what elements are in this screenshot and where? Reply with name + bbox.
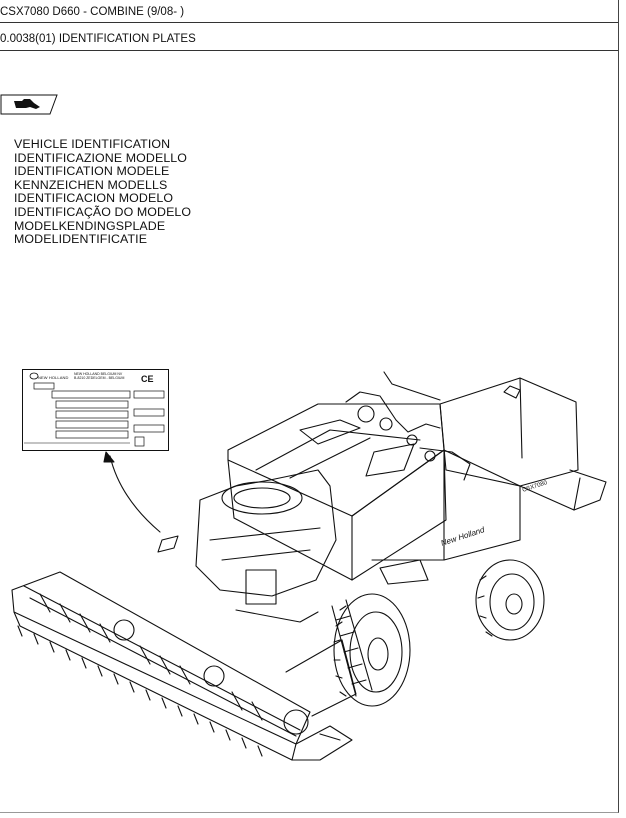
- model-header: CSX7080 D660 - COMBINE (9/08- ): [0, 6, 185, 18]
- identification-titles: VEHICLE IDENTIFICATION IDENTIFICAZIONE M…: [14, 137, 192, 247]
- combine-harvester-illustration: [11, 371, 607, 761]
- title-line: IDENTIFICAÇÃO DO MODELO: [14, 204, 192, 219]
- title-line: MODELKENDINGSPLADE: [14, 218, 166, 233]
- plate-brand: NEW HOLLAND: [38, 375, 69, 380]
- section-divider: [0, 50, 618, 51]
- title-line: IDENTIFICATION MODELE: [14, 164, 170, 179]
- ce-mark: CE: [141, 374, 154, 384]
- title-line: IDENTIFICAZIONE MODELLO: [14, 150, 188, 165]
- title-line: VEHICLE IDENTIFICATION: [14, 137, 171, 151]
- section-header: 0.0038(01) IDENTIFICATION PLATES: [0, 33, 196, 45]
- plate-text-line: B-8210 ZEDELGEM - BELGIUM: [74, 376, 125, 380]
- hand-pointer-icon: [0, 94, 58, 115]
- header-divider: [0, 22, 618, 23]
- title-line: MODELIDENTIFICATIE: [14, 232, 148, 247]
- plate-text-line: NEW HOLLAND BELGIUM NV: [74, 372, 123, 376]
- identification-plate: [22, 369, 169, 451]
- plate-text: NEW HOLLAND BELGIUM NV B-8210 ZEDELGEM -…: [74, 372, 124, 380]
- title-line: KENNZEICHEN MODELLS: [14, 177, 168, 192]
- title-line: IDENTIFICACION MODELO: [14, 191, 174, 206]
